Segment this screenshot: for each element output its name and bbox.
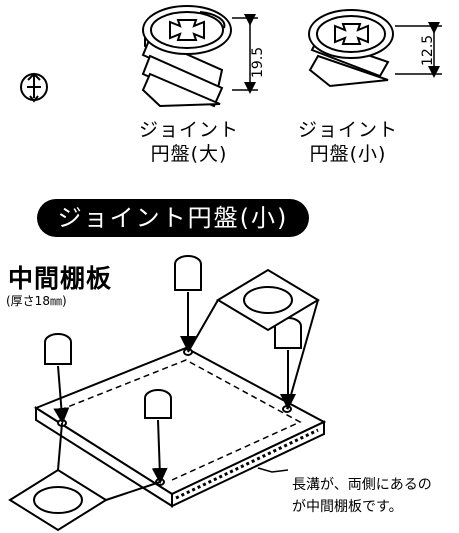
dimension-label-small: 12.5 (420, 34, 436, 66)
caption-large-line1: ジョイント (138, 119, 239, 141)
caption-large-disc: ジョイント 円盤(大) (137, 118, 241, 166)
dimension-12-5 (395, 22, 442, 78)
groove-note: 長溝が、両側にあるの が中間棚板です。 (292, 474, 432, 518)
joint-disc-large-icon (141, 5, 232, 108)
dimension-19-5 (232, 14, 258, 94)
caption-large-line2: 円盤(大) (150, 143, 228, 165)
groove-pointer (257, 467, 289, 473)
screwdriver-symbol-icon (20, 72, 48, 103)
detail-callout-bottom (8, 422, 161, 532)
caption-small-line1: ジョイント (297, 119, 398, 141)
caption-small-line2: 円盤(小) (309, 143, 387, 165)
caption-small-disc: ジョイント 円盤(小) (296, 118, 400, 166)
groove-note-line1: 長溝が、両側にあるの (292, 477, 432, 493)
section-banner: ジョイント円盤(小) (37, 199, 309, 237)
dimension-label-large: 19.5 (250, 46, 266, 78)
groove-note-line2: が中間棚板です。 (292, 499, 403, 515)
detail-callout-top (187, 268, 320, 410)
joint-disc-small-icon (308, 9, 394, 88)
shelf-board (33, 346, 327, 508)
shelf-title: 中間棚板 (8, 264, 113, 293)
shelf-thickness: (厚さ18㎜) (6, 294, 67, 308)
